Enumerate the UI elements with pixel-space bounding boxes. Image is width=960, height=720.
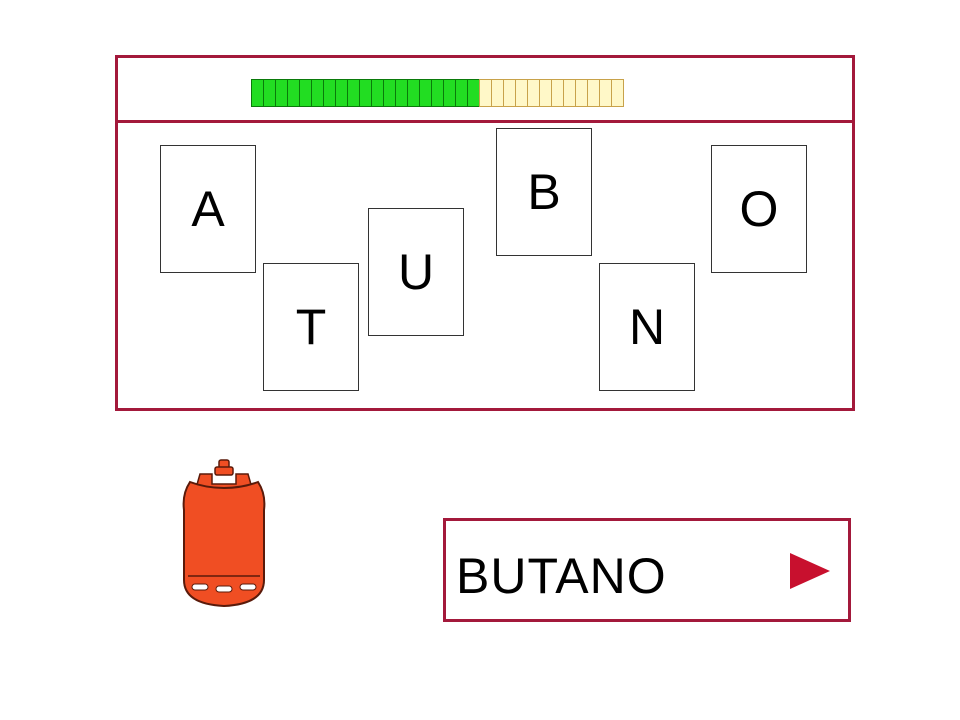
letter-o-label: O <box>739 181 779 237</box>
play-arrow-icon[interactable] <box>790 553 830 589</box>
progress-segment-empty <box>611 79 624 107</box>
letter-t-label: T <box>295 299 327 355</box>
letter-card-u[interactable]: U <box>368 208 464 336</box>
letter-card-b[interactable]: B <box>496 128 592 256</box>
letter-b-label: B <box>527 164 561 220</box>
letter-u-label: U <box>397 244 435 300</box>
letter-card-o[interactable]: O <box>711 145 807 273</box>
answer-button[interactable]: BUTANO <box>443 518 851 622</box>
game-board <box>115 55 855 411</box>
gas-cylinder-icon <box>182 459 266 608</box>
letter-n-label: N <box>628 299 666 355</box>
letter-card-t[interactable]: T <box>263 263 359 391</box>
board-divider <box>118 120 852 123</box>
letter-a-label: A <box>191 181 225 237</box>
letter-card-n[interactable]: N <box>599 263 695 391</box>
answer-word: BUTANO <box>456 548 667 604</box>
letter-card-a[interactable]: A <box>160 145 256 273</box>
progress-bar <box>251 79 624 107</box>
